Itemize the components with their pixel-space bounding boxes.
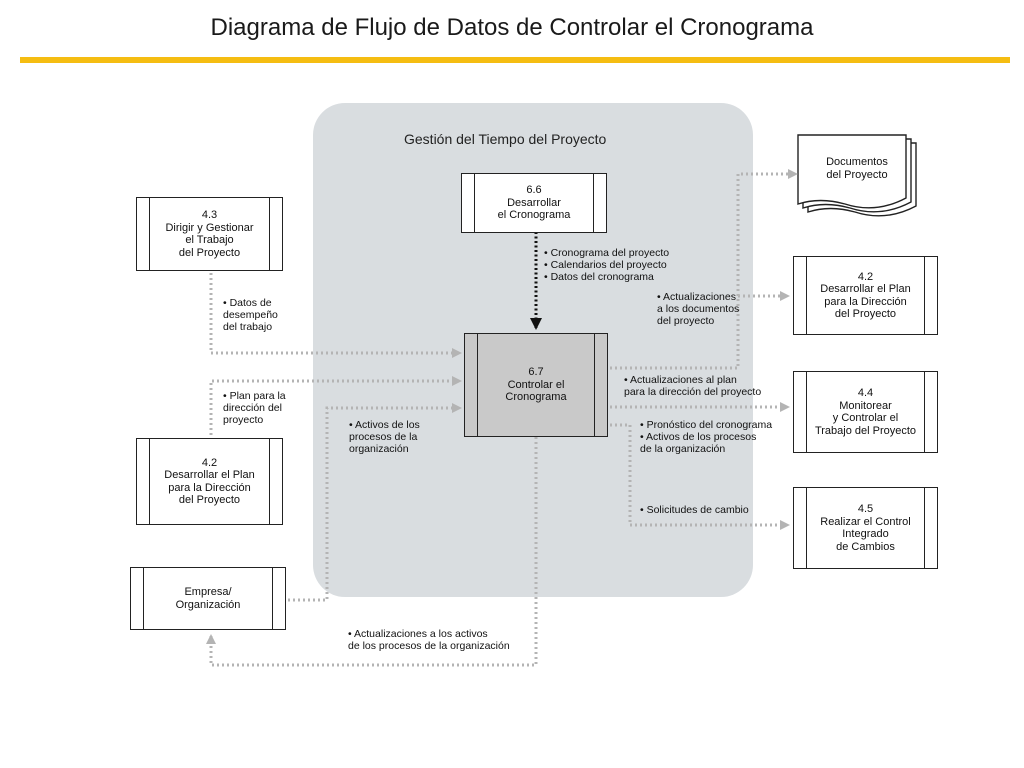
documents-store-shape bbox=[797, 134, 917, 217]
title-underline bbox=[20, 57, 1010, 63]
process-number: 6.6 bbox=[526, 184, 542, 197]
documents-store-label: Documentos del Proyecto bbox=[826, 156, 888, 181]
label-act-documentos: • Actualizaciones a los documentos del p… bbox=[657, 291, 740, 327]
entity-name: Dirigir y Gestionar el Trabajo del Proye… bbox=[165, 221, 254, 259]
entity-number: 4.5 bbox=[857, 503, 874, 515]
label-act-activos: • Actualizaciones a los activos de los p… bbox=[348, 628, 510, 652]
label-plan-direccion: • Plan para la dirección del proyecto bbox=[223, 390, 286, 426]
flow-plan-direccion bbox=[209, 376, 462, 440]
entity-number: 4.3 bbox=[201, 209, 218, 221]
entity-empresa[interactable]: Empresa/ Organización bbox=[130, 567, 286, 630]
entity-4-3-dirigir[interactable]: 4.3 Dirigir y Gestionar el Trabajo del P… bbox=[136, 197, 283, 271]
region-title: Gestión del Tiempo del Proyecto bbox=[404, 131, 607, 147]
entity-number: 4.2 bbox=[201, 456, 218, 469]
flow-solicitudes bbox=[610, 423, 790, 530]
flow-activos-organizacion bbox=[288, 403, 462, 602]
process-name: Desarrollar el Cronograma bbox=[497, 196, 571, 222]
entity-number: 4.4 bbox=[857, 387, 874, 399]
entity-number: 4.2 bbox=[857, 270, 874, 283]
process-number: 6.7 bbox=[528, 366, 544, 379]
entity-name: Desarrollar el Plan para la Dirección de… bbox=[820, 283, 911, 320]
entity-4-4-monitorear[interactable]: 4.4 Monitorear y Controlar el Trabajo de… bbox=[793, 371, 938, 453]
entity-name: Empresa/ Organización bbox=[175, 586, 241, 611]
process-name: Controlar el Cronograma bbox=[505, 378, 567, 404]
process-6-7[interactable]: 6.7 Controlar el Cronograma bbox=[464, 333, 608, 437]
entity-name: Desarrollar el Plan para la Dirección de… bbox=[164, 469, 255, 506]
label-from-6-6: • Cronograma del proyecto • Calendarios … bbox=[544, 247, 670, 283]
page-title: Diagrama de Flujo de Datos de Controlar … bbox=[210, 14, 814, 41]
label-pronostico: • Pronóstico del cronograma • Activos de… bbox=[640, 419, 773, 455]
entity-name: Monitorear y Controlar el Trabajo del Pr… bbox=[814, 399, 917, 437]
label-act-plan: • Actualizaciones al plan para la direcc… bbox=[624, 374, 762, 398]
flow-act-documentos bbox=[610, 169, 798, 370]
flow-act-activos bbox=[206, 437, 538, 667]
label-solicitudes: • Solicitudes de cambio bbox=[640, 504, 749, 516]
entity-4-2-plan-left[interactable]: 4.2 Desarrollar el Plan para la Direcció… bbox=[136, 438, 283, 525]
entity-name: Realizar el Control Integrado de Cambios bbox=[820, 515, 911, 553]
flow-datos-desempeno bbox=[209, 268, 462, 358]
entity-4-5-realizar[interactable]: 4.5 Realizar el Control Integrado de Cam… bbox=[793, 487, 938, 569]
label-activos-organizacion: • Activos de los procesos de la organiza… bbox=[349, 419, 420, 455]
process-6-6[interactable]: 6.6 Desarrollar el Cronograma bbox=[461, 173, 607, 233]
entity-4-2-plan-right[interactable]: 4.2 Desarrollar el Plan para la Direcció… bbox=[793, 256, 938, 335]
label-datos-desempeno: • Datos de desempeño del trabajo bbox=[223, 297, 278, 333]
